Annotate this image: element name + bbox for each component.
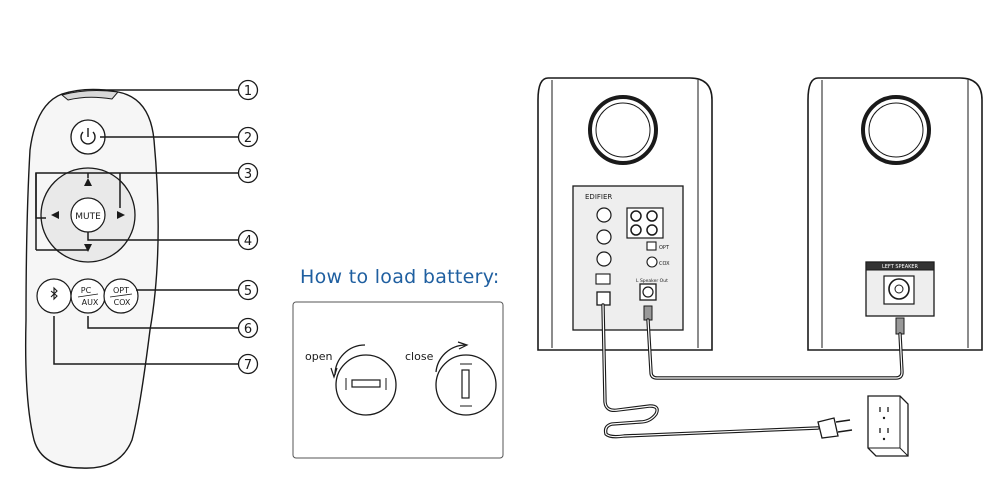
cox-input-label: COX	[659, 261, 670, 267]
power-icon	[80, 128, 96, 145]
arrow-down-icon	[84, 244, 92, 252]
battery-cover-open	[335, 354, 397, 416]
opt-input-label: OPT	[659, 245, 670, 251]
passive-speaker-cabinet	[807, 77, 983, 351]
opt-cox-button	[103, 278, 139, 314]
remote-control: MUTE PC AUX OPT COX	[24, 88, 159, 469]
power-inlet	[596, 291, 611, 306]
svg-text:6: 6	[244, 322, 252, 337]
pc-aux-button	[70, 278, 106, 314]
open-label: open	[305, 350, 332, 363]
callout-7: 7	[237, 353, 259, 375]
arrow-up-icon	[84, 178, 92, 186]
callout-1: 1	[237, 79, 259, 101]
opt-label: OPT	[113, 286, 129, 295]
svg-text:1: 1	[244, 84, 252, 99]
arrow-right-icon	[117, 211, 125, 219]
bass-port-passive	[861, 95, 931, 165]
power-switch	[595, 273, 611, 285]
bluetooth-icon	[50, 286, 58, 301]
svg-text:7: 7	[244, 358, 252, 373]
callout-5: 5	[237, 279, 259, 301]
cox-label: COX	[114, 298, 131, 307]
callout-2: 2	[237, 126, 259, 148]
close-label: close	[405, 350, 434, 363]
battery-panel-frame	[292, 301, 504, 459]
svg-text:5: 5	[244, 284, 252, 299]
remote-top-ir-window	[60, 90, 119, 101]
active-speaker: EDIFIER OPT COX L Speaker Out	[537, 77, 713, 351]
svg-text:4: 4	[244, 234, 252, 249]
speaker-out-label: L Speaker Out	[636, 278, 668, 284]
battery-panel: open close	[292, 301, 504, 459]
power-plug-icon	[817, 417, 853, 439]
svg-text:2: 2	[244, 131, 252, 146]
pc-label: PC	[81, 286, 92, 295]
cables	[601, 303, 904, 439]
treble-knob	[596, 229, 612, 245]
aux-label: AUX	[82, 298, 99, 307]
mute-label: MUTE	[75, 212, 101, 222]
optical-input	[646, 241, 657, 251]
passive-speaker: LEFT SPEAKER	[807, 77, 983, 351]
battery-cover-closed	[435, 354, 497, 416]
callout-3: 3	[237, 162, 259, 184]
callout-leaders	[35, 89, 238, 365]
open-rotate-arrow-icon	[334, 344, 366, 376]
bass-knob	[596, 251, 612, 267]
volume-knob	[596, 207, 612, 223]
battery-title: How to load battery:	[300, 266, 500, 288]
brand-label: EDIFIER	[585, 193, 612, 201]
svg-text:3: 3	[244, 167, 252, 182]
left-speaker-label: LEFT SPEAKER	[882, 264, 919, 270]
bass-port-active	[588, 95, 658, 165]
coax-input	[646, 256, 658, 268]
callout-4: 4	[237, 229, 259, 251]
arrow-left-icon	[51, 211, 59, 219]
wall-outlet-icon	[867, 395, 909, 457]
close-rotate-arrow-icon	[435, 344, 466, 373]
callout-6: 6	[237, 317, 259, 339]
callout-numbers: 1 2 3 4 5 6 7	[237, 79, 259, 375]
